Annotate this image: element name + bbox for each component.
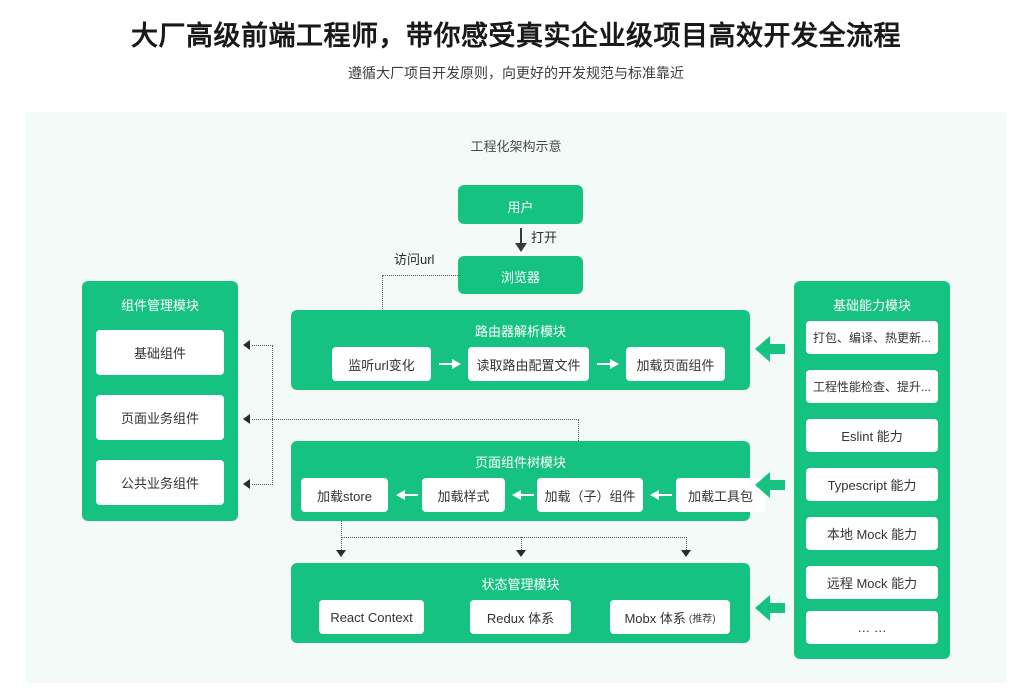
component-tree-item-3[interactable]: 加载工具包 <box>676 478 765 512</box>
node-browser[interactable]: 浏览器 <box>458 256 583 294</box>
base-capability-item-0[interactable]: 打包、编译、热更新... <box>806 321 938 354</box>
left-bus-branch-2 <box>252 484 273 485</box>
component-tree-item-2[interactable]: 加载（子）组件 <box>537 478 643 512</box>
open-edge-label: 打开 <box>531 230 558 245</box>
module-component-tree[interactable]: 页面组件树模块 加载store 加载样式 加载（子）组件 加载工具包 <box>291 441 765 521</box>
base-capability-item-1[interactable]: 工程性能检查、提升... <box>806 370 938 403</box>
left-bus-branch-1 <box>252 419 273 420</box>
node-browser-label: 浏览器 <box>500 270 540 285</box>
router-item-2[interactable]: 加载页面组件 <box>626 347 725 381</box>
module-component-tree-title: 页面组件树模块 <box>474 455 566 470</box>
component-tree-to-left-line <box>272 419 579 420</box>
component-tree-item-0[interactable]: 加载store <box>301 478 388 512</box>
capability-arrow-component-tree-tail <box>769 480 785 490</box>
module-base-capability[interactable]: 基础能力模块 打包、编译、热更新... 工程性能检查、提升... Eslint … <box>794 281 950 659</box>
component-tree-arrow-2-head <box>650 490 659 500</box>
router-arrow-0-head <box>452 359 461 369</box>
state-bus-drop-0 <box>341 521 342 552</box>
router-item-1[interactable]: 读取路由配置文件 <box>468 347 589 381</box>
node-user[interactable]: 用户 <box>458 185 583 224</box>
base-capability-item-6[interactable]: … … <box>806 611 938 644</box>
open-arrow-head <box>515 243 527 252</box>
page-subtitle: 遵循大厂项目开发原则，向更好的开发规范与标准靠近 <box>348 65 684 81</box>
router-arrow-1-head <box>610 359 619 369</box>
left-bus-vertical <box>272 345 273 485</box>
visit-url-h-line <box>382 275 460 276</box>
state-item-2-label: Mobx 体系 <box>624 610 686 626</box>
component-tree-to-left-drop <box>578 419 579 441</box>
capability-arrow-state-head <box>755 595 770 621</box>
base-capability-item-4[interactable]: 本地 Mock 能力 <box>806 517 938 550</box>
router-arrow-0-shaft <box>439 363 453 365</box>
node-user-label: 用户 <box>507 200 534 215</box>
state-item-0[interactable]: React Context <box>319 600 424 634</box>
page-title: 大厂高级前端工程师，带你感受真实企业级项目高效开发全流程 <box>131 21 901 51</box>
state-bus-arrow-1 <box>516 550 526 557</box>
component-tree-arrow-1-head <box>512 490 521 500</box>
module-state-management-title: 状态管理模块 <box>481 577 560 592</box>
capability-arrow-router <box>755 336 785 362</box>
base-capability-item-3[interactable]: Typescript 能力 <box>806 468 938 501</box>
router-arrow-1-shaft <box>597 363 611 365</box>
module-state-management[interactable]: 状态管理模块 React Context Redux 体系 Mobx 体系 (推… <box>291 563 750 643</box>
state-item-1-label: Redux 体系 <box>486 610 555 626</box>
module-component-management[interactable]: 组件管理模块 基础组件 页面业务组件 公共业务组件 <box>82 281 238 521</box>
component-management-item-0[interactable]: 基础组件 <box>96 330 224 375</box>
state-bus-drop-2 <box>686 537 687 552</box>
state-item-0-label: React Context <box>330 609 413 625</box>
capability-arrow-router-head <box>755 336 770 362</box>
capability-arrow-component-tree <box>755 472 785 498</box>
component-management-item-2[interactable]: 公共业务组件 <box>96 460 224 505</box>
base-capability-item-2[interactable]: Eslint 能力 <box>806 419 938 452</box>
component-tree-arrow-0-head <box>396 490 405 500</box>
capability-arrow-router-tail <box>769 344 785 354</box>
capability-arrow-component-tree-head <box>755 472 770 498</box>
left-bus-branch-0 <box>252 345 273 346</box>
state-item-2[interactable]: Mobx 体系 (推荐) <box>610 600 730 634</box>
capability-arrow-state-tail <box>769 603 785 613</box>
module-base-capability-title: 基础能力模块 <box>832 298 911 313</box>
left-bus-arrow-1 <box>243 414 250 424</box>
component-management-item-1[interactable]: 页面业务组件 <box>96 395 224 440</box>
state-bus-arrow-2 <box>681 550 691 557</box>
capability-arrow-state <box>755 595 785 621</box>
state-bus-arrow-0 <box>336 550 346 557</box>
state-bus-horizontal <box>341 537 687 538</box>
state-item-1[interactable]: Redux 体系 <box>470 600 571 634</box>
component-tree-arrow-2-shaft <box>658 494 672 496</box>
visit-url-label: 访问url <box>394 252 435 267</box>
open-arrow-shaft <box>520 228 522 245</box>
state-item-2-note: (推荐) <box>688 613 716 625</box>
module-router-title: 路由器解析模块 <box>474 324 566 339</box>
visit-url-v-line <box>382 275 383 335</box>
router-item-0[interactable]: 监听url变化 <box>332 347 431 381</box>
component-tree-arrow-0-shaft <box>404 494 418 496</box>
left-bus-arrow-0 <box>243 340 250 350</box>
module-component-management-title: 组件管理模块 <box>120 298 199 313</box>
module-router[interactable]: 路由器解析模块 监听url变化 读取路由配置文件 加载页面组件 <box>291 310 750 390</box>
component-tree-item-1[interactable]: 加载样式 <box>422 478 505 512</box>
left-bus-arrow-2 <box>243 479 250 489</box>
diagram-title: 工程化架构示意 <box>470 139 562 154</box>
component-tree-arrow-1-shaft <box>520 494 534 496</box>
state-bus-drop-1 <box>521 537 522 552</box>
base-capability-item-5[interactable]: 远程 Mock 能力 <box>806 566 938 599</box>
